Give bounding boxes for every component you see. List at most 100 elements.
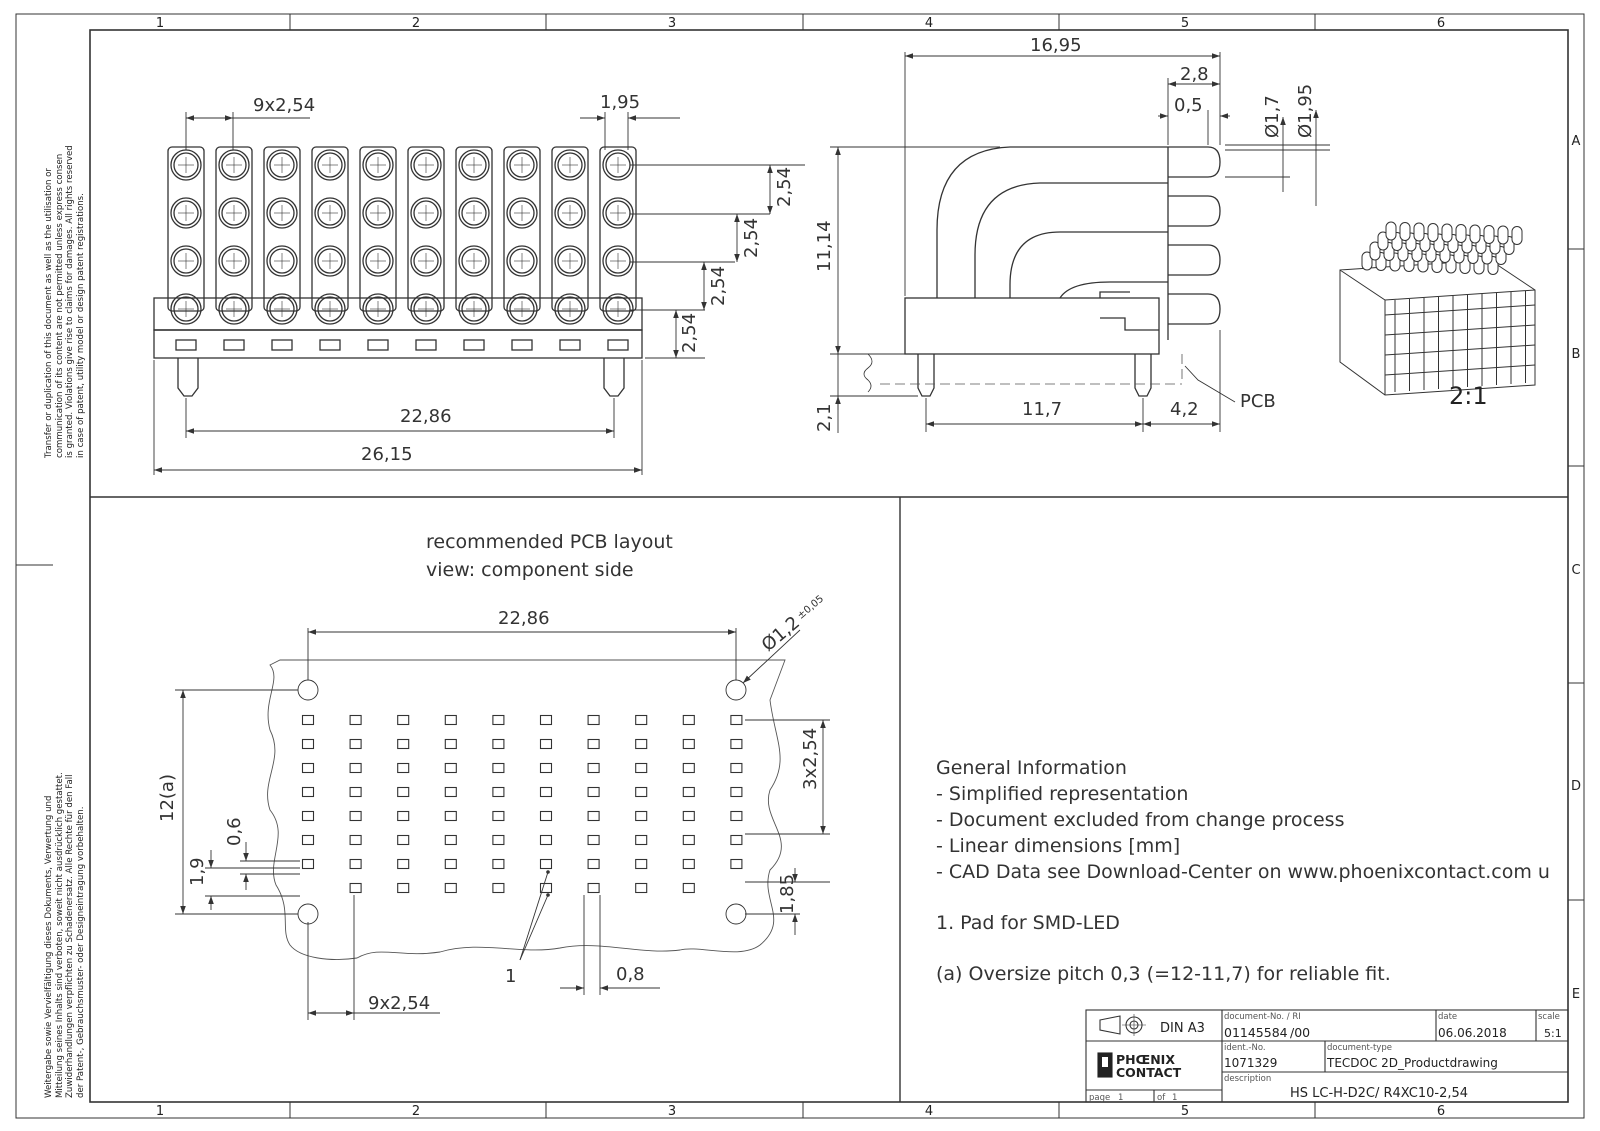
pcb-pad [492,786,505,798]
led-outer [506,293,538,325]
pcb-pad [682,810,695,822]
row-label-b: B [1572,347,1581,362]
pcb-pad [587,786,600,798]
pcb-pad [635,786,648,798]
tb-doctype: TECDOC 2D_Productdrawing [1326,1056,1498,1070]
led-inner [509,152,535,178]
pcb-pad [444,786,457,798]
general-info: General Information - Simplified represe… [930,745,1562,1045]
side-view [904,146,1221,397]
tb-of: 1 [1172,1093,1177,1103]
tb-revision: /00 [1290,1025,1310,1040]
pcb-pad [635,762,648,774]
pcb-pad [301,714,315,726]
iso-led [1497,225,1509,245]
pcb-pad [444,714,457,726]
led-outer [362,293,394,325]
front-slot [415,339,437,351]
pcb-pad [587,858,600,870]
pcb-pad [635,714,648,726]
front-slot [367,339,389,351]
pcb-pad [539,834,553,846]
pcb-pad [397,714,410,726]
pcb-pad [397,738,410,750]
front-slot [559,339,581,351]
dim-pcb-hole: Ø1,2 [758,612,804,656]
led-inner [413,248,439,274]
iso-led [1385,221,1397,241]
tb-docno-label: document-No. / RI [1224,1012,1301,1022]
dim-pcb-hole-tol: ±0,05 [796,594,827,622]
iso-led [1441,223,1453,243]
pcb-pad [444,858,457,870]
pcb-pad [397,786,410,798]
led-inner [317,152,343,178]
col-label-5: 5 [1181,16,1189,31]
led-inner [413,296,439,322]
tb-date-label: date [1438,1012,1457,1022]
iso-led [1483,225,1495,244]
dim-gap: 0,5 [1174,95,1203,116]
pcb-pad [730,858,743,870]
tb-scale: 5:1 [1544,1027,1562,1040]
notice-english: Transfer or duplication of this document… [44,145,86,458]
pcb-pad [587,714,600,726]
led-outer [266,197,298,229]
pcb-pad [539,882,553,894]
pcb-layout [267,659,786,960]
pcb-pad [635,858,648,870]
led-inner [413,200,439,226]
iso-led [1377,231,1389,251]
pcb-pad [301,858,315,870]
col-label-6-bottom: 6 [1437,1104,1445,1119]
tb-of-label: of [1157,1093,1166,1103]
row-label-a: A [1572,134,1581,149]
led-outer [410,197,442,229]
col-label-2-bottom: 2 [412,1104,420,1119]
led-inner [269,296,295,322]
pcb-pad [730,834,743,846]
notice-german-line: Mitteilung seines Inhalts sind verboten,… [54,772,65,1098]
pcb-pad [301,834,315,846]
dim-pin-spacing: 11,7 [1022,399,1062,420]
led-outer [170,245,202,277]
led-inner [605,248,631,274]
col-label-3-bottom: 3 [668,1104,676,1119]
dim-width-total: 26,15 [361,444,413,465]
led-outer [410,149,442,181]
iso-grid-line [1384,304,1536,316]
led-outer [506,245,538,277]
led-inner [221,296,247,322]
notice-english-line: communication of its content are not per… [54,153,65,458]
led-inner [173,248,199,274]
pcb-pad [301,810,315,822]
dim-d-outer: Ø1,95 [1295,84,1316,138]
front-slot [175,339,197,351]
col-label-3: 3 [668,16,676,31]
dim-d-inner: Ø1,7 [1262,95,1283,138]
led-inner [509,200,535,226]
iso-grid-line [1384,324,1536,336]
pcb-pad [682,882,695,894]
tb-description: HS LC-H-D2C/ R4XC10-2,54 [1290,1086,1468,1101]
title-block [1085,1009,1569,1103]
info-line: - Document excluded from change process [936,809,1345,831]
dim-pcb-pad-h: 0,6 [224,817,245,846]
led-inner [317,200,343,226]
tb-format: DIN A3 [1160,1021,1205,1036]
dim-pcb-total-height: 12(a) [157,774,178,822]
led-outer [602,197,634,229]
led-outer [458,293,490,325]
pcb-pad [444,762,457,774]
iso-grid-line [1384,344,1536,356]
led-outer [554,245,586,277]
pcb-pad [730,810,743,822]
led-inner [461,152,487,178]
pcb-pad [349,810,362,822]
dim-row4: 2,54 [679,313,700,353]
led-inner [509,248,535,274]
led-inner [605,200,631,226]
pcb-pad [682,786,695,798]
front-slot [319,339,341,351]
pcb-pad [349,738,362,750]
